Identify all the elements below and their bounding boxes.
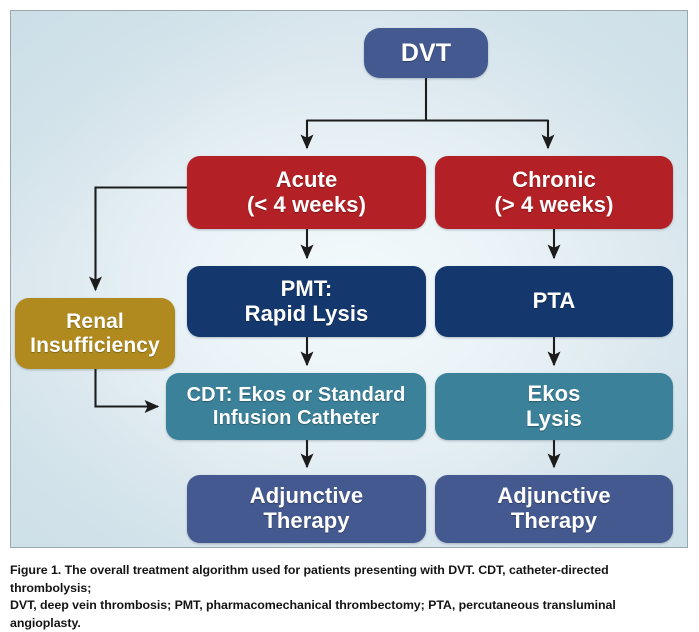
node-adjunctive-therapy-left[interactable]: Adjunctive Therapy [187,475,426,543]
node-chronic[interactable]: Chronic (> 4 weeks) [435,156,673,229]
node-dvt[interactable]: DVT [364,28,488,78]
node-renal-insufficiency-label: Renal Insufficiency [30,309,160,357]
node-pmt-label: PMT: Rapid Lysis [244,275,369,326]
node-acute[interactable]: Acute (< 4 weeks) [187,156,426,229]
figure-caption-line-2: DVT, deep vein thrombosis; PMT, pharmaco… [10,598,616,630]
node-dvt-label: DVT [400,39,452,67]
node-pta-label: PTA [532,288,576,314]
connector-layer [88,78,561,469]
node-cdt-label: CDT: Ekos or Standard Infusion Catheter [186,384,406,429]
figure-caption-line-1: Figure 1. The overall treatment algorith… [10,563,609,595]
node-chronic-label: Chronic (> 4 weeks) [494,166,614,217]
node-adjunctive-therapy-left-label: Adjunctive Therapy [249,483,364,533]
edge-renal-cdt [94,369,160,414]
node-ekos-lysis[interactable]: Ekos Lysis [435,373,673,440]
node-pmt[interactable]: PMT: Rapid Lysis [187,266,426,337]
node-acute-label: Acute (< 4 weeks) [246,166,367,217]
node-cdt[interactable]: CDT: Ekos or Standard Infusion Catheter [166,373,426,440]
edge-acute-renal [88,186,187,292]
figure-caption: Figure 1. The overall treatment algorith… [10,562,689,632]
node-pta[interactable]: PTA [435,266,673,337]
figure-container: DVT Acute (< 4 weeks) Chronic (> 4 weeks… [10,10,688,630]
node-adjunctive-therapy-right-label: Adjunctive Therapy [497,483,611,533]
diagram-panel: DVT Acute (< 4 weeks) Chronic (> 4 weeks… [10,10,688,548]
node-ekos-lysis-label: Ekos Lysis [526,380,582,431]
node-renal-insufficiency[interactable]: Renal Insufficiency [15,298,175,369]
node-adjunctive-therapy-right[interactable]: Adjunctive Therapy [435,475,673,543]
